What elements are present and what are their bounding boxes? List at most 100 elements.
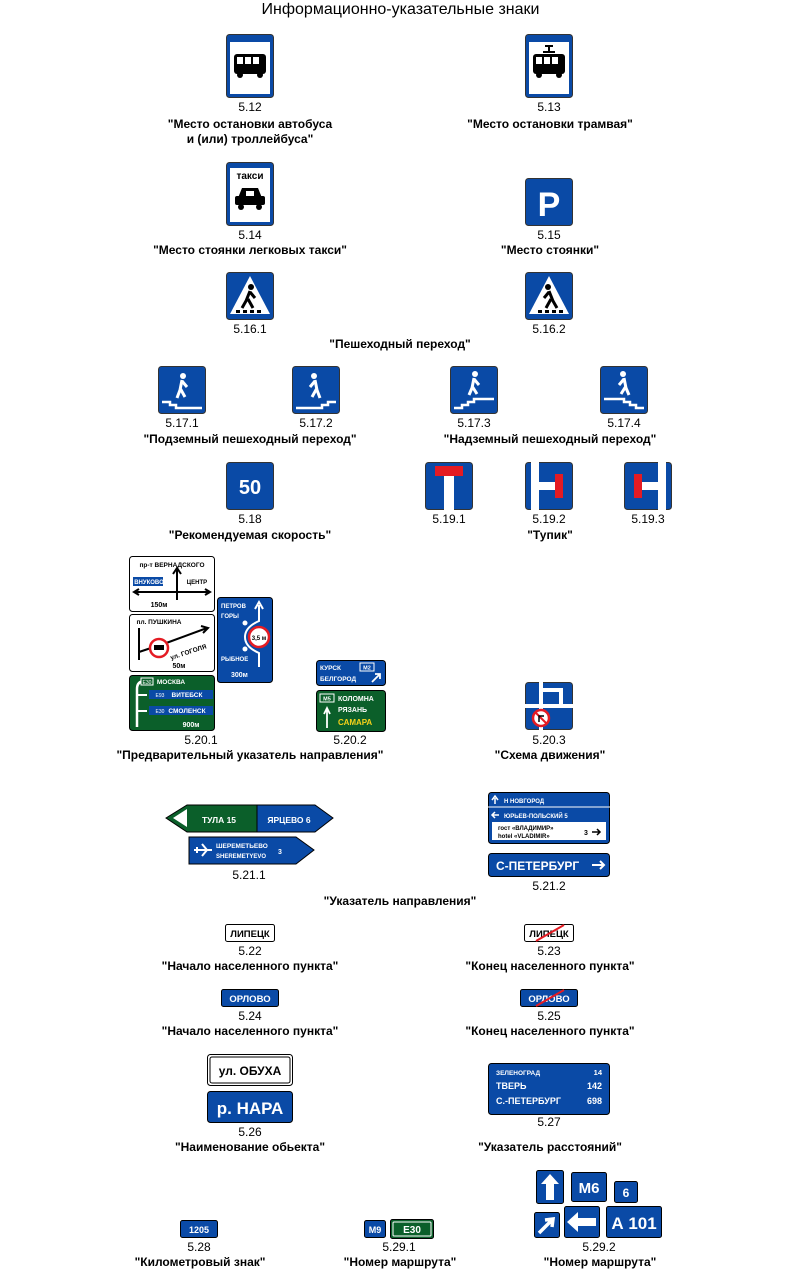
sign-5-28: 1205 [180, 1220, 218, 1238]
sign-5-20-2-a: КУРСК М2 БЕЛГОРОД [316, 660, 386, 686]
svg-text:E93: E93 [156, 693, 165, 699]
svg-text:150м: 150м [151, 602, 168, 609]
svg-text:3: 3 [278, 849, 282, 856]
sign-5-23-code: 5.23 [537, 944, 561, 958]
airplane-icon [194, 843, 212, 857]
parking-letter: P [538, 186, 561, 224]
sign-5-17-1 [158, 366, 206, 414]
svg-text:р. НАРА: р. НАРА [217, 1099, 284, 1118]
sign-5-20-1-a: пр-т ВЕРНАДСКОГО ВНУКОВО ЦЕНТР 150м [129, 556, 215, 612]
pedestrian-stairs-icon [454, 371, 494, 410]
sign-5-16-1 [226, 272, 274, 320]
sign-5-17-4-code: 5.17.4 [607, 416, 641, 430]
sign-5-25-caption: "Конец населенного пункта" [465, 1024, 635, 1038]
sign-5-28-caption: "Километровый знак" [134, 1255, 266, 1269]
svg-text:ЗЕЛЕНОГРАД: ЗЕЛЕНОГРАД [496, 1070, 540, 1077]
sign-5-24-code: 5.24 [238, 1009, 262, 1023]
sign-5-12-caption: "Место остановки автобуса и (или) тролле… [167, 117, 333, 146]
sign-5-29-1-code: 5.29.1 [382, 1240, 416, 1254]
svg-text:ЦЕНТР: ЦЕНТР [187, 580, 207, 586]
sign-5-19-1-code: 5.19.1 [432, 512, 466, 526]
sign-5-21-2-a: Н НОВГОРОД ЮРЬЕВ-ПОЛЬСКИЙ 5 гост «ВЛАДИМ… [488, 792, 610, 844]
pedestrian-crossing-icon [236, 284, 261, 313]
sign-5-20-3-code: 5.20.3 [532, 733, 566, 747]
sign-5-13 [525, 34, 573, 98]
sign-5-23: ЛИПЕЦК [524, 924, 574, 942]
svg-text:ЯРЦЕВО 6: ЯРЦЕВО 6 [267, 815, 311, 825]
sign-5-17-2 [292, 366, 340, 414]
svg-text:ВНУКОВО: ВНУКОВО [134, 580, 164, 586]
speed-value: 50 [239, 477, 261, 499]
sign-5-24-caption: "Начало населенного пункта" [161, 1024, 339, 1038]
svg-text:E30: E30 [156, 709, 165, 715]
sign-5-20-2-b: М5 КОЛОМНА РЯЗАНЬ САМАРА [316, 690, 386, 732]
svg-text:КОЛОМНА: КОЛОМНА [338, 696, 374, 703]
sign-5-29-2-a101: А 101 [606, 1206, 662, 1238]
sign-5-21-1-a: ТУЛА 15 ЯРЦЕВО 6 [165, 804, 334, 833]
svg-text:Н НОВГОРОД: Н НОВГОРОД [504, 799, 545, 805]
sign-5-14-caption: "Место стоянки легковых такси" [153, 243, 347, 257]
sign-5-16-2 [525, 272, 573, 320]
sign-5-26-street: ул. ОБУХА [207, 1054, 293, 1086]
svg-text:САМАРА: САМАРА [338, 718, 372, 727]
pedestrian-stairs-icon [162, 373, 202, 410]
sign-5-13-code: 5.13 [537, 100, 561, 114]
sign-5-20-1-caption: "Предварительный указатель направления" [116, 748, 384, 762]
svg-text:ТВЕРЬ: ТВЕРЬ [496, 1081, 527, 1091]
sign-5-17-caption-a: "Подземный пешеходный переход" [143, 432, 357, 446]
directions-caption: "Указатель направления" [323, 894, 477, 908]
sign-5-20-1-d: ПЕТРОВ ГОРЫ 3,5 м РЫБНОЕ 300м [217, 597, 273, 683]
svg-text:РЫБНОЕ: РЫБНОЕ [221, 657, 248, 663]
sign-5-12 [226, 34, 274, 98]
sign-5-29-1-m: М9 [364, 1220, 386, 1238]
sign-5-19-3 [624, 462, 672, 510]
sign-5-17-2-code: 5.17.2 [299, 416, 333, 430]
svg-text:142: 142 [587, 1081, 602, 1091]
svg-text:М6: М6 [579, 1180, 600, 1197]
sign-5-20-1-code: 5.20.1 [184, 733, 218, 747]
svg-text:СМОЛЕНСК: СМОЛЕНСК [168, 708, 205, 715]
sign-5-27: ЗЕЛЕНОГРАД 14 ТВЕРЬ 142 С.-ПЕТЕРБУРГ 698 [488, 1063, 610, 1115]
pedestrian-stairs-icon [604, 371, 644, 410]
sign-5-29-1-caption: "Номер маршрута" [343, 1255, 457, 1269]
svg-text:hotel «VLADIMIR»: hotel «VLADIMIR» [498, 834, 550, 840]
sign-5-15-code: 5.15 [537, 228, 561, 242]
sign-5-29-2-code: 5.29.2 [582, 1240, 616, 1254]
svg-text:ГОРЫ: ГОРЫ [221, 614, 239, 620]
sign-5-16-2-code: 5.16.2 [532, 322, 566, 336]
dead-end-icon [435, 466, 463, 510]
svg-text:С.-ПЕТЕРБУРГ: С.-ПЕТЕРБУРГ [496, 1096, 561, 1106]
sign-5-18-caption: "Рекомендуемая скорость" [168, 528, 332, 542]
svg-text:14: 14 [594, 1068, 603, 1077]
sign-5-17-3-code: 5.17.3 [457, 416, 491, 430]
svg-text:3,5 м: 3,5 м [252, 636, 267, 642]
sign-5-22-code: 5.22 [238, 944, 262, 958]
sign-5-26-caption: "Наименование обьекта" [174, 1140, 326, 1154]
svg-text:М5: М5 [323, 697, 331, 703]
sign-5-19-2-code: 5.19.2 [532, 512, 566, 526]
svg-text:ул. ОБУХА: ул. ОБУХА [219, 1064, 282, 1078]
pedestrian-stairs-icon [296, 373, 336, 410]
sign-5-18: 50 [226, 462, 274, 510]
svg-text:пл. ПУШКИНА: пл. ПУШКИНА [137, 619, 182, 626]
svg-text:БЕЛГОРОД: БЕЛГОРОД [320, 676, 356, 683]
bus-icon [234, 54, 266, 78]
sign-5-20-1-b: пл. ПУШКИНА ул. ГОГОЛЯ 50м [129, 614, 215, 672]
svg-text:МОСКВА: МОСКВА [157, 679, 186, 686]
svg-text:E30: E30 [143, 680, 152, 686]
sign-5-16-1-code: 5.16.1 [233, 322, 267, 336]
sign-5-25: ОРЛОВО [520, 989, 578, 1007]
sign-5-20-2-code: 5.20.2 [333, 733, 367, 747]
sign-5-27-code: 5.27 [537, 1115, 561, 1129]
sign-5-12-code: 5.12 [238, 100, 262, 114]
sign-5-17-1-code: 5.17.1 [165, 416, 199, 430]
tram-icon [533, 45, 565, 78]
svg-text:А 101: А 101 [611, 1214, 656, 1233]
svg-text:РЯЗАНЬ: РЯЗАНЬ [338, 707, 367, 714]
sign-5-15-caption: "Место стоянки" [500, 243, 600, 257]
sign-5-29-2-diag [534, 1212, 560, 1238]
svg-text:SHEREMETYEVO: SHEREMETYEVO [216, 854, 266, 860]
page-title: Информационно-указательные знаки [261, 1, 540, 18]
arrow-left-icon [567, 1212, 596, 1232]
sign-5-23-caption: "Конец населенного пункта" [465, 959, 635, 973]
